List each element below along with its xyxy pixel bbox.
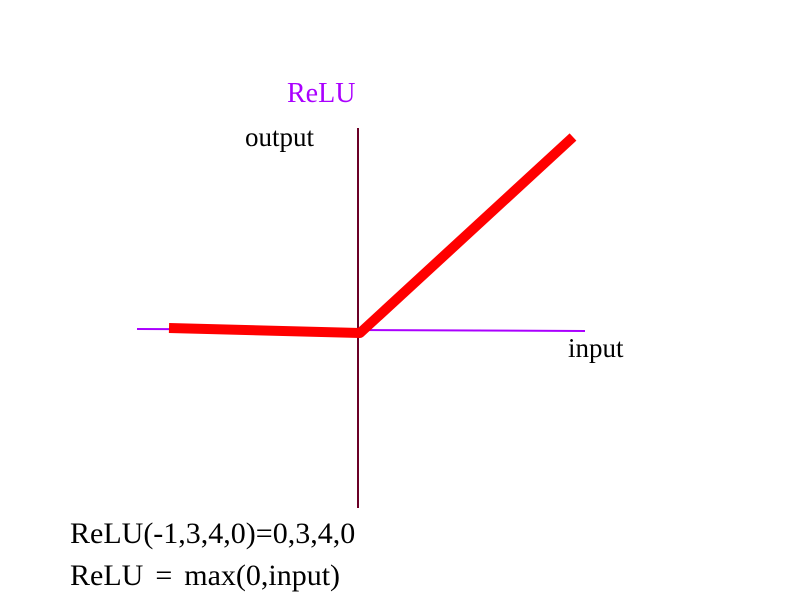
definition-lhs: ReLU: [70, 559, 144, 592]
relu-curve: [168, 133, 577, 338]
x-axis-label: input: [568, 333, 624, 363]
chart-title: ReLU: [287, 78, 356, 109]
relu-definition-equation: ReLU = max(0,input): [70, 561, 340, 591]
y-axis-label: output: [245, 122, 315, 152]
definition-equals-sign: =: [155, 559, 173, 592]
definition-rhs: max(0,input): [184, 559, 341, 592]
relu-example-equation: ReLU(-1,3,4,0)=0,3,4,0: [70, 517, 356, 550]
